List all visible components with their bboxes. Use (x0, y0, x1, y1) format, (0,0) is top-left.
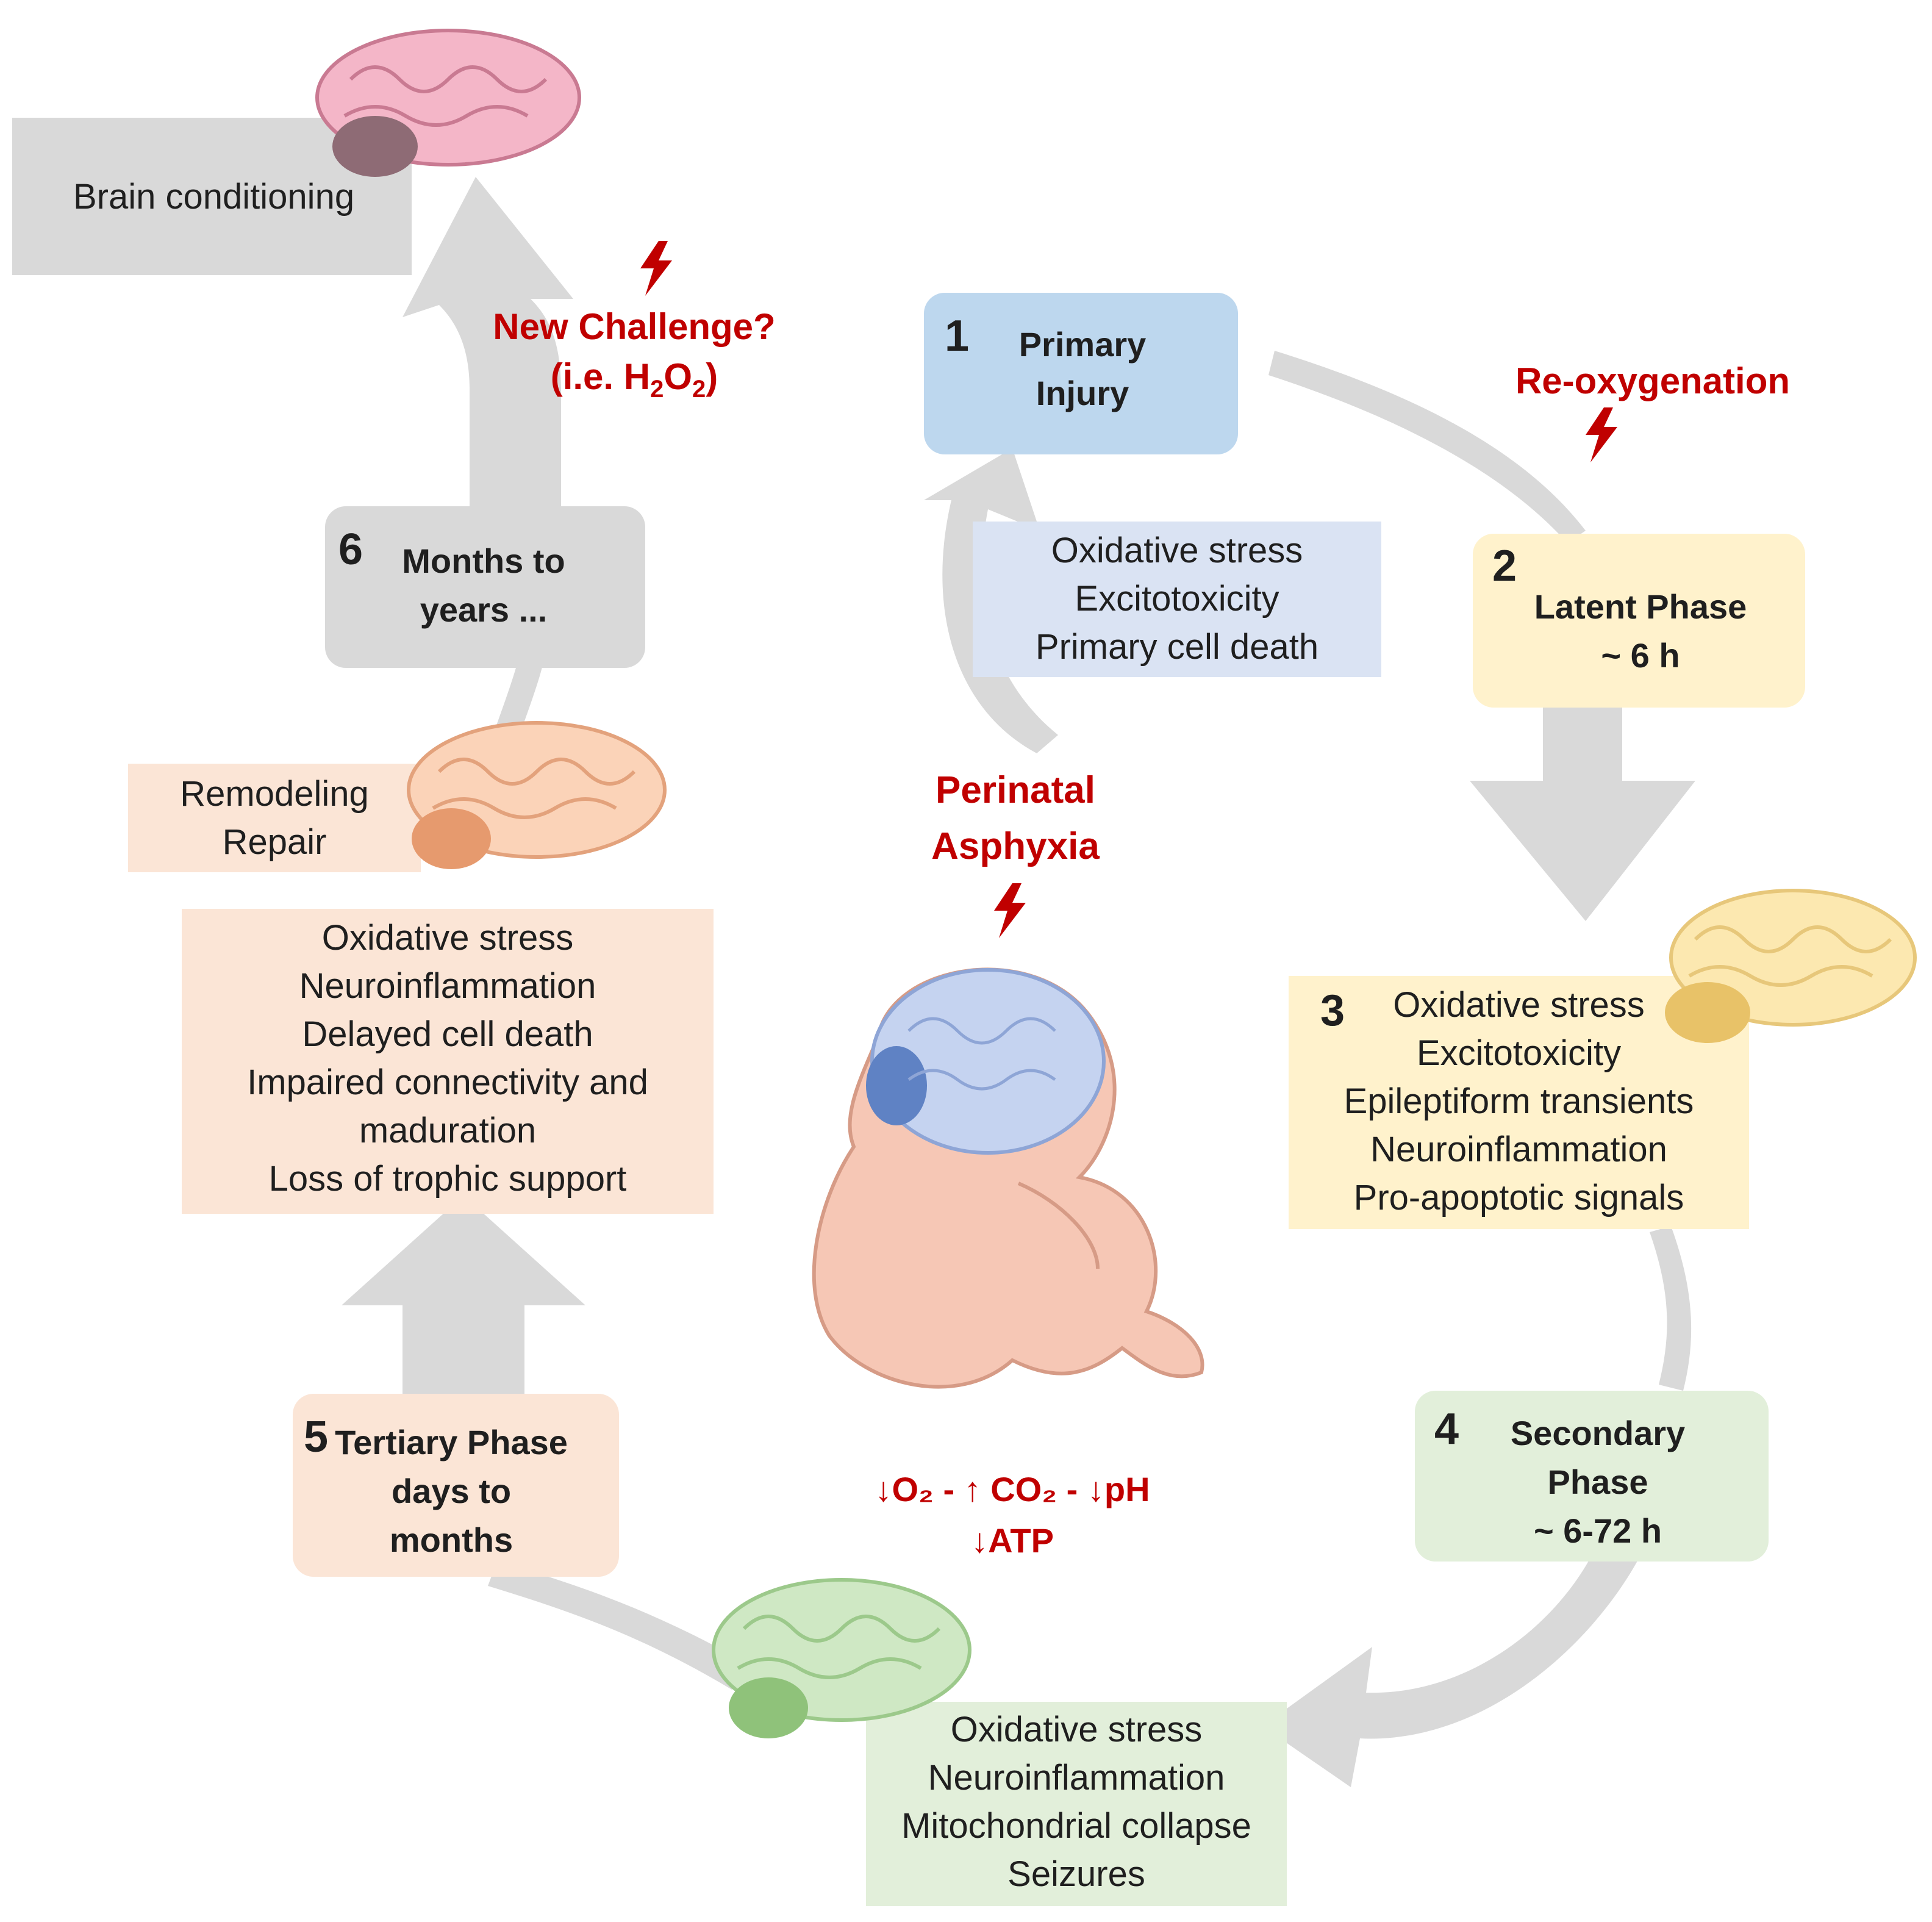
effect-item: Seizures (1007, 1854, 1145, 1894)
stage-5-line: months (389, 1521, 513, 1559)
markers-line: ↓O₂ - ↑ CO₂ - ↓pH (875, 1470, 1150, 1508)
tertiary-phase-effects: Oxidative stress Neuroinflammation Delay… (182, 909, 714, 1214)
effect-item: Epileptiform transients (1343, 1081, 1694, 1121)
new-challenge-line: New Challenge? (493, 306, 776, 347)
effect-item: Primary cell death (1035, 627, 1319, 667)
effect-item: maduration (359, 1111, 537, 1150)
stage-1-line: Injury (1036, 374, 1129, 412)
markers-line: ↓ATP (971, 1521, 1054, 1560)
stage-6-number: 6 (338, 525, 363, 574)
effect-item: Oxidative stress (321, 918, 574, 958)
effect-item: Neuroinflammation (928, 1758, 1225, 1798)
effect-item: Oxidative stress (1393, 985, 1645, 1025)
brain-icon (1665, 889, 1917, 1043)
brain-conditioning-label: Brain conditioning (73, 177, 355, 217)
perinatal-line: Asphyxia (931, 825, 1100, 867)
formula-part: ) (706, 356, 718, 397)
effect-item: Pro-apoptotic signals (1353, 1178, 1684, 1217)
formula-subscript: 2 (692, 376, 706, 403)
effect-item: Remodeling (180, 774, 369, 814)
stage-4-secondary-phase: 4 Secondary Phase ~ 6-72 h (1415, 1391, 1769, 1562)
stage-1-line: Primary (1018, 325, 1147, 364)
lightning-icon (994, 883, 1026, 938)
stage-2-line: ~ 6 h (1601, 636, 1680, 675)
stage-5-label: Tertiary Phase days to months (329, 1418, 573, 1565)
stage-6-line: Months to (402, 542, 565, 580)
effect-item: Mitochondrial collapse (901, 1806, 1251, 1846)
stage-1-number: 1 (945, 312, 970, 360)
remodeling-repair-box: Remodeling Repair (128, 764, 421, 872)
stage-6-label: Months to years ... (374, 537, 593, 634)
primary-injury-effects: Oxidative stress Excitotoxicity Primary … (973, 522, 1381, 677)
stage-4-line: ~ 6-72 h (1533, 1511, 1662, 1550)
arrow-to-primary-injury (924, 448, 1058, 753)
stage-1-primary-injury: 1 Primary Injury (924, 293, 1238, 454)
fetus-icon (812, 967, 1204, 1389)
stage-6-months-to-years: 6 Months to years ... (325, 506, 645, 668)
arrow-to-tertiary-list (342, 1196, 585, 1403)
stage-5-number: 5 (304, 1413, 329, 1461)
stage-5-line: Tertiary Phase (335, 1423, 568, 1461)
lightning-icon (1586, 407, 1617, 462)
stage-5-line: days to (391, 1472, 512, 1510)
effect-item: Excitotoxicity (1075, 579, 1279, 619)
effect-item: Oxidative stress (1051, 531, 1303, 570)
stage-3-effects: 3 Oxidative stress Excitotoxicity Epilep… (1289, 976, 1749, 1229)
lightning-icon (640, 241, 672, 296)
stage-4-line: Phase (1547, 1463, 1648, 1501)
arrow-to-tertiary (488, 1562, 750, 1690)
stage-4-number: 4 (1434, 1405, 1459, 1454)
effect-item: Impaired connectivity and (247, 1063, 648, 1102)
formula-part: O (664, 356, 693, 397)
stage-2-line: Latent Phase (1534, 587, 1747, 626)
brain-icon (712, 1578, 971, 1738)
effect-item: Neuroinflammation (1370, 1130, 1667, 1169)
arrow-to-latent-phase (1268, 351, 1586, 543)
arrow-to-secondary (1650, 1226, 1692, 1391)
brain-icon (407, 721, 667, 869)
effect-item: Neuroinflammation (299, 966, 596, 1006)
formula-part: (i.e. H (550, 356, 651, 397)
physiological-markers: ↓O₂ - ↑ CO₂ - ↓pH ↓ATP (762, 1464, 1262, 1566)
stage-6-line: years ... (420, 590, 548, 629)
perinatal-asphyxia-label: Perinatal Asphyxia (878, 762, 1153, 875)
arrow-to-conditioning (402, 177, 573, 509)
new-challenge-label: New Challenge? (i.e. H2O2) (463, 302, 805, 414)
effect-item: Oxidative stress (950, 1710, 1203, 1749)
perinatal-line: Perinatal (936, 769, 1095, 811)
stage-2-number: 2 (1492, 542, 1517, 590)
stage-2-latent-phase: 2 Latent Phase ~ 6 h (1473, 534, 1805, 708)
stage-1-label: Primary Injury (991, 320, 1174, 418)
effect-item: Excitotoxicity (1416, 1033, 1622, 1073)
effect-item: Loss of trophic support (268, 1159, 627, 1199)
stage-2-label: Latent Phase ~ 6 h (1509, 583, 1772, 680)
formula-subscript: 2 (650, 376, 664, 403)
arrow-to-stage-3 (1470, 701, 1695, 921)
stage-4-line: Secondary (1510, 1414, 1686, 1452)
effect-item: Repair (222, 822, 327, 862)
brain-icon (315, 29, 581, 177)
reoxygenation-label: Re-oxygenation (1515, 360, 1791, 401)
effect-item: Delayed cell death (302, 1014, 593, 1054)
stage-3-number: 3 (1320, 986, 1345, 1035)
stage-4-label: Secondary Phase ~ 6-72 h (1470, 1409, 1726, 1555)
stage-5-tertiary-phase: 5 Tertiary Phase days to months (293, 1394, 619, 1577)
secondary-phase-effects: Oxidative stress Neuroinflammation Mitoc… (866, 1702, 1287, 1906)
arrow-to-secondary-list (1262, 1543, 1640, 1787)
new-challenge-line: (i.e. H2O2) (463, 352, 805, 414)
